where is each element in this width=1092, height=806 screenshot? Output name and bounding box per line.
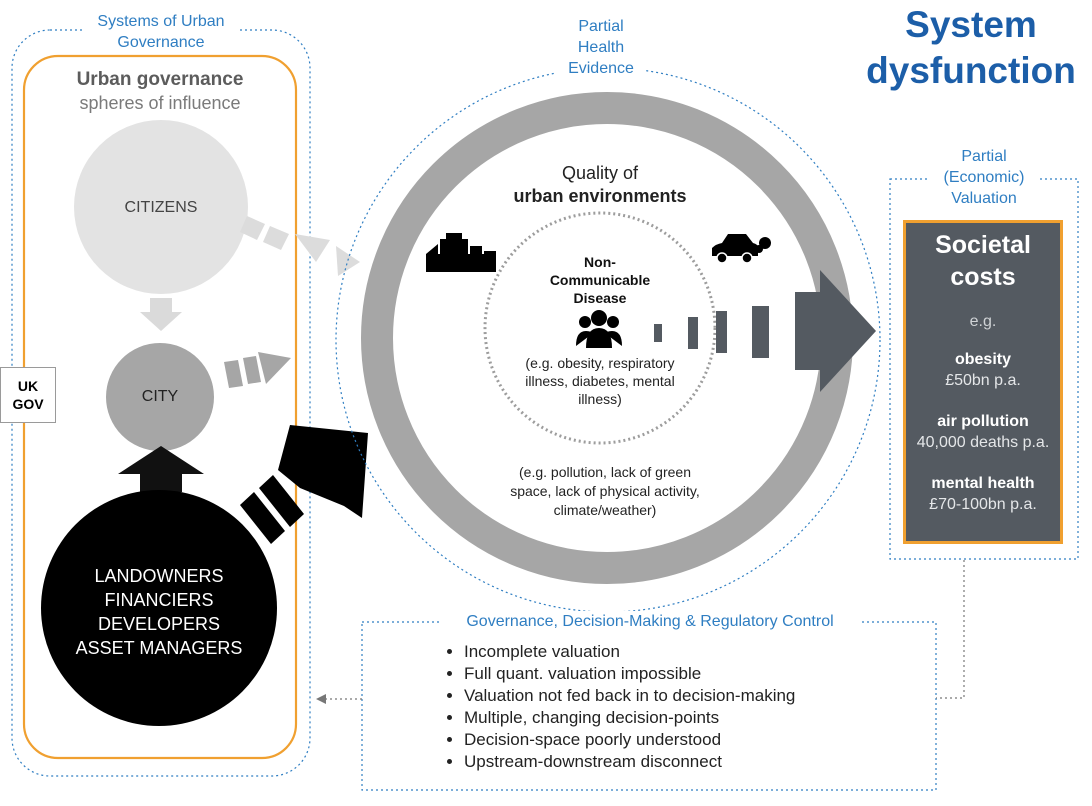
costs-heading: Societal costs	[906, 229, 1060, 293]
ncd-line-1: Non-	[584, 254, 616, 270]
cost-item-name: obesity	[954, 351, 1011, 368]
ring-title: Quality of urban environments	[480, 162, 720, 208]
page-title: System dysfunction	[846, 2, 1092, 94]
health-label-line-2: Health	[577, 39, 625, 56]
stakeholder-landowners: LANDOWNERS	[94, 566, 224, 586]
cost-item-value: £70-100bn p.a.	[929, 496, 1037, 513]
stakeholders-circle	[41, 490, 277, 726]
costs-eg: e.g.	[969, 313, 997, 330]
governance-outer-label: Systems of Urban Governance	[84, 11, 238, 53]
valuation-label: Partial (Economic) Valuation	[929, 146, 1039, 209]
environment-examples: (e.g. pollution, lack of green space, la…	[480, 463, 730, 520]
car-exhaust-icon	[712, 234, 771, 264]
cost-item-value: 40,000 deaths p.a.	[916, 434, 1050, 451]
decision-bullet: Upstream-downstream disconnect	[464, 751, 795, 773]
ring-title-line-2: urban environments	[513, 186, 687, 206]
governance-outer-label-line-2: Governance	[117, 34, 205, 51]
ncd-examples: (e.g. obesity, respiratory illness, diab…	[500, 354, 700, 408]
cost-item-name: air pollution	[937, 413, 1029, 430]
uk-gov-line-1: UK	[17, 378, 39, 394]
ncd-heading: Non- Communicable Disease	[530, 253, 670, 307]
citizens-to-ring-arrow	[240, 216, 360, 276]
decision-bullet: Decision-space poorly understood	[464, 729, 795, 751]
people-icon	[576, 310, 622, 348]
ncd-line-3: Disease	[573, 290, 627, 306]
valuation-label-line-2: (Economic)	[943, 169, 1025, 186]
governance-heading-block: Urban governance spheres of influence	[40, 68, 280, 114]
cost-item-name: mental health	[931, 475, 1035, 492]
health-evidence-label: Partial Health Evidence	[556, 16, 646, 79]
societal-costs-box: Societal costs e.g. obesity £50bn p.a. a…	[903, 220, 1063, 544]
decision-bullet: Incomplete valuation	[464, 641, 795, 663]
decision-bullet: Multiple, changing decision-points	[464, 707, 795, 729]
governance-subheading: spheres of influence	[79, 93, 241, 113]
buildings-icon	[426, 233, 496, 272]
stakeholders-to-ring-arrow	[240, 425, 368, 544]
title-line-1: System	[905, 4, 1037, 45]
environment-examples-line-1: (e.g. pollution, lack of green	[519, 464, 691, 480]
cost-item-air-pollution: air pollution 40,000 deaths p.a.	[906, 411, 1060, 453]
environment-examples-line-2: space, lack of physical activity,	[510, 483, 700, 499]
costs-to-decision-connector	[936, 560, 965, 699]
health-label-line-3: Evidence	[568, 60, 634, 77]
health-label-line-1: Partial	[578, 18, 624, 35]
city-label: CITY	[141, 388, 179, 405]
cost-item-mental-health: mental health £70-100bn p.a.	[906, 473, 1060, 515]
decision-bullet: Full quant. valuation impossible	[464, 663, 795, 685]
governance-heading: Urban governance	[76, 69, 244, 90]
decision-heading: Governance, Decision-Making & Regulatory…	[440, 611, 860, 632]
valuation-label-line-3: Valuation	[951, 190, 1017, 207]
stakeholders-label: LANDOWNERS FINANCIERS DEVELOPERS ASSET M…	[49, 564, 269, 660]
ncd-examples-line-2: illness, diabetes, mental	[525, 373, 675, 389]
ncd-line-2: Communicable	[549, 272, 651, 288]
ncd-to-costs-arrow	[654, 270, 876, 392]
ncd-circle	[483, 211, 717, 445]
uk-gov-line-2: GOV	[12, 396, 44, 412]
ncd-examples-line-1: (e.g. obesity, respiratory	[525, 355, 675, 371]
stakeholder-financiers: FINANCIERS	[104, 590, 214, 610]
costs-heading-line-1: Societal	[935, 231, 1031, 259]
citizens-circle	[74, 120, 248, 294]
stakeholders-to-city-arrow	[118, 446, 204, 492]
costs-heading-line-2: costs	[950, 263, 1016, 291]
cost-item-obesity: obesity £50bn p.a.	[906, 349, 1060, 391]
citizens-to-city-arrow	[140, 298, 182, 331]
governance-outer-label-line-1: Systems of Urban	[97, 13, 225, 30]
citizens-label: CITIZENS	[124, 199, 198, 216]
ncd-examples-line-3: illness)	[578, 391, 622, 407]
decision-bullet-list: Incomplete valuation Full quant. valuati…	[444, 641, 795, 773]
city-circle	[106, 343, 214, 451]
uk-gov-box: UK GOV	[0, 367, 56, 423]
ring-title-line-1: Quality of	[561, 163, 639, 183]
environment-examples-line-3: climate/weather)	[553, 502, 657, 518]
valuation-label-line-1: Partial	[961, 148, 1007, 165]
city-to-ring-arrow	[224, 352, 291, 388]
cost-item-value: £50bn p.a.	[945, 372, 1021, 389]
valuation-frame	[889, 178, 1079, 560]
title-line-2: dysfunction	[866, 50, 1076, 91]
stakeholder-asset-managers: ASSET MANAGERS	[75, 638, 243, 658]
decision-bullet: Valuation not fed back in to decision-ma…	[464, 685, 795, 707]
feedback-arrow-head	[316, 694, 326, 704]
stakeholder-developers: DEVELOPERS	[97, 614, 221, 634]
